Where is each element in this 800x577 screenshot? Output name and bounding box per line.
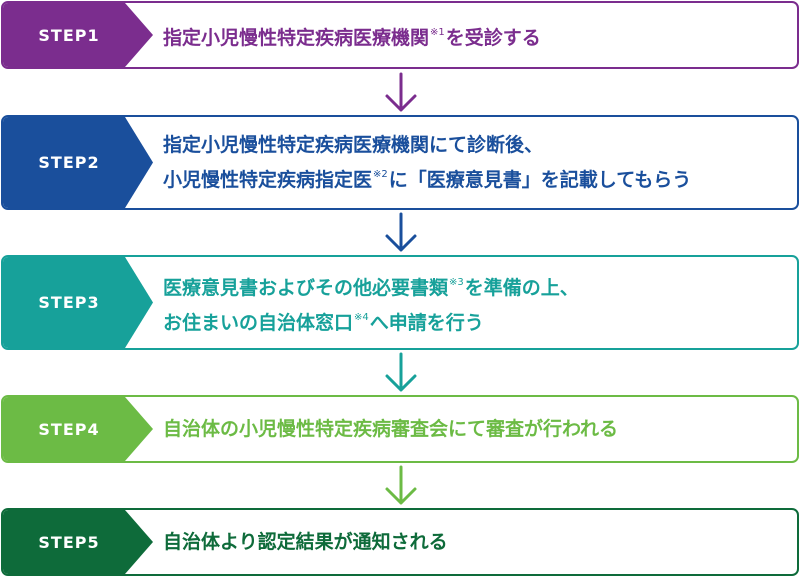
step-text-segment: を準備の上、 [464,276,579,299]
footnote-marker: ※4 [354,311,369,323]
step-text-segment: へ申請を行う [369,311,484,334]
step-text-segment: 指定小児慢性特定疾病医療機関 [163,26,430,49]
footnote-marker: ※1 [430,26,445,38]
footnote-marker: ※2 [373,169,388,180]
step-text-1: 指定小児慢性特定疾病医療機関※1を受診する [163,3,783,67]
step-label-3: STEP3 [38,293,100,312]
down-arrow-icon [384,212,418,254]
down-arrow-icon [384,352,418,394]
step-text-segment: 医療意見書およびその他必要書類 [163,276,449,299]
step-label-2: STEP2 [38,153,100,172]
step-text-3: 医療意見書およびその他必要書類※3を準備の上、お住まいの自治体窓口※4へ申請を行… [163,257,783,348]
step-box-5: STEP5 自治体より認定結果が通知される [1,508,799,576]
step-text-line: 自治体より認定結果が通知される [163,527,783,557]
step-text-segment: を受診する [445,26,541,49]
down-arrow-icon [384,465,418,507]
step-text-segment: 自治体より認定結果が通知される [163,531,448,553]
step-box-3: STEP3 医療意見書およびその他必要書類※3を準備の上、お住まいの自治体窓口※… [1,255,799,350]
step-label-5: STEP5 [38,532,100,552]
step-text-segment: 指定小児慢性特定疾病医療機関にて診断後、 [163,134,544,156]
step-tab-1: STEP1 [3,3,153,67]
step-text-segment: 小児慢性特定疾病指定医 [163,169,373,191]
step-text-line: 小児慢性特定疾病指定医※2に「医療意見書」を記載してもらう [163,160,783,195]
step-text-segment: お住まいの自治体窓口 [163,311,354,334]
step-tab-3: STEP3 [3,257,153,348]
step-text-line: 指定小児慢性特定疾病医療機関にて診断後、 [163,130,783,160]
down-arrow-icon [384,72,418,114]
step-label-4: STEP4 [38,419,100,439]
step-text-segment: 自治体の小児慢性特定疾病審査会にて審査が行われる [163,418,619,440]
step-tab-5: STEP5 [3,510,153,574]
step-text-2: 指定小児慢性特定疾病医療機関にて診断後、小児慢性特定疾病指定医※2に「医療意見書… [163,117,783,208]
step-text-line: 自治体の小児慢性特定疾病審査会にて審査が行われる [163,414,783,444]
step-text-4: 自治体の小児慢性特定疾病審査会にて審査が行われる [163,397,783,461]
step-text-line: お住まいの自治体窓口※4へ申請を行う [163,303,783,338]
step-text-line: 医療意見書およびその他必要書類※3を準備の上、 [163,268,783,303]
step-tab-4: STEP4 [3,397,153,461]
step-text-line: 指定小児慢性特定疾病医療機関※1を受診する [163,18,783,53]
step-tab-2: STEP2 [3,117,153,208]
step-text-5: 自治体より認定結果が通知される [163,510,783,574]
footnote-marker: ※3 [449,276,464,288]
step-box-2: STEP2 指定小児慢性特定疾病医療機関にて診断後、小児慢性特定疾病指定医※2に… [1,115,799,210]
step-box-4: STEP4 自治体の小児慢性特定疾病審査会にて審査が行われる [1,395,799,463]
step-box-1: STEP1 指定小児慢性特定疾病医療機関※1を受診する [1,1,799,69]
step-text-segment: に「医療意見書」を記載してもらう [388,169,692,191]
step-label-1: STEP1 [38,25,100,45]
